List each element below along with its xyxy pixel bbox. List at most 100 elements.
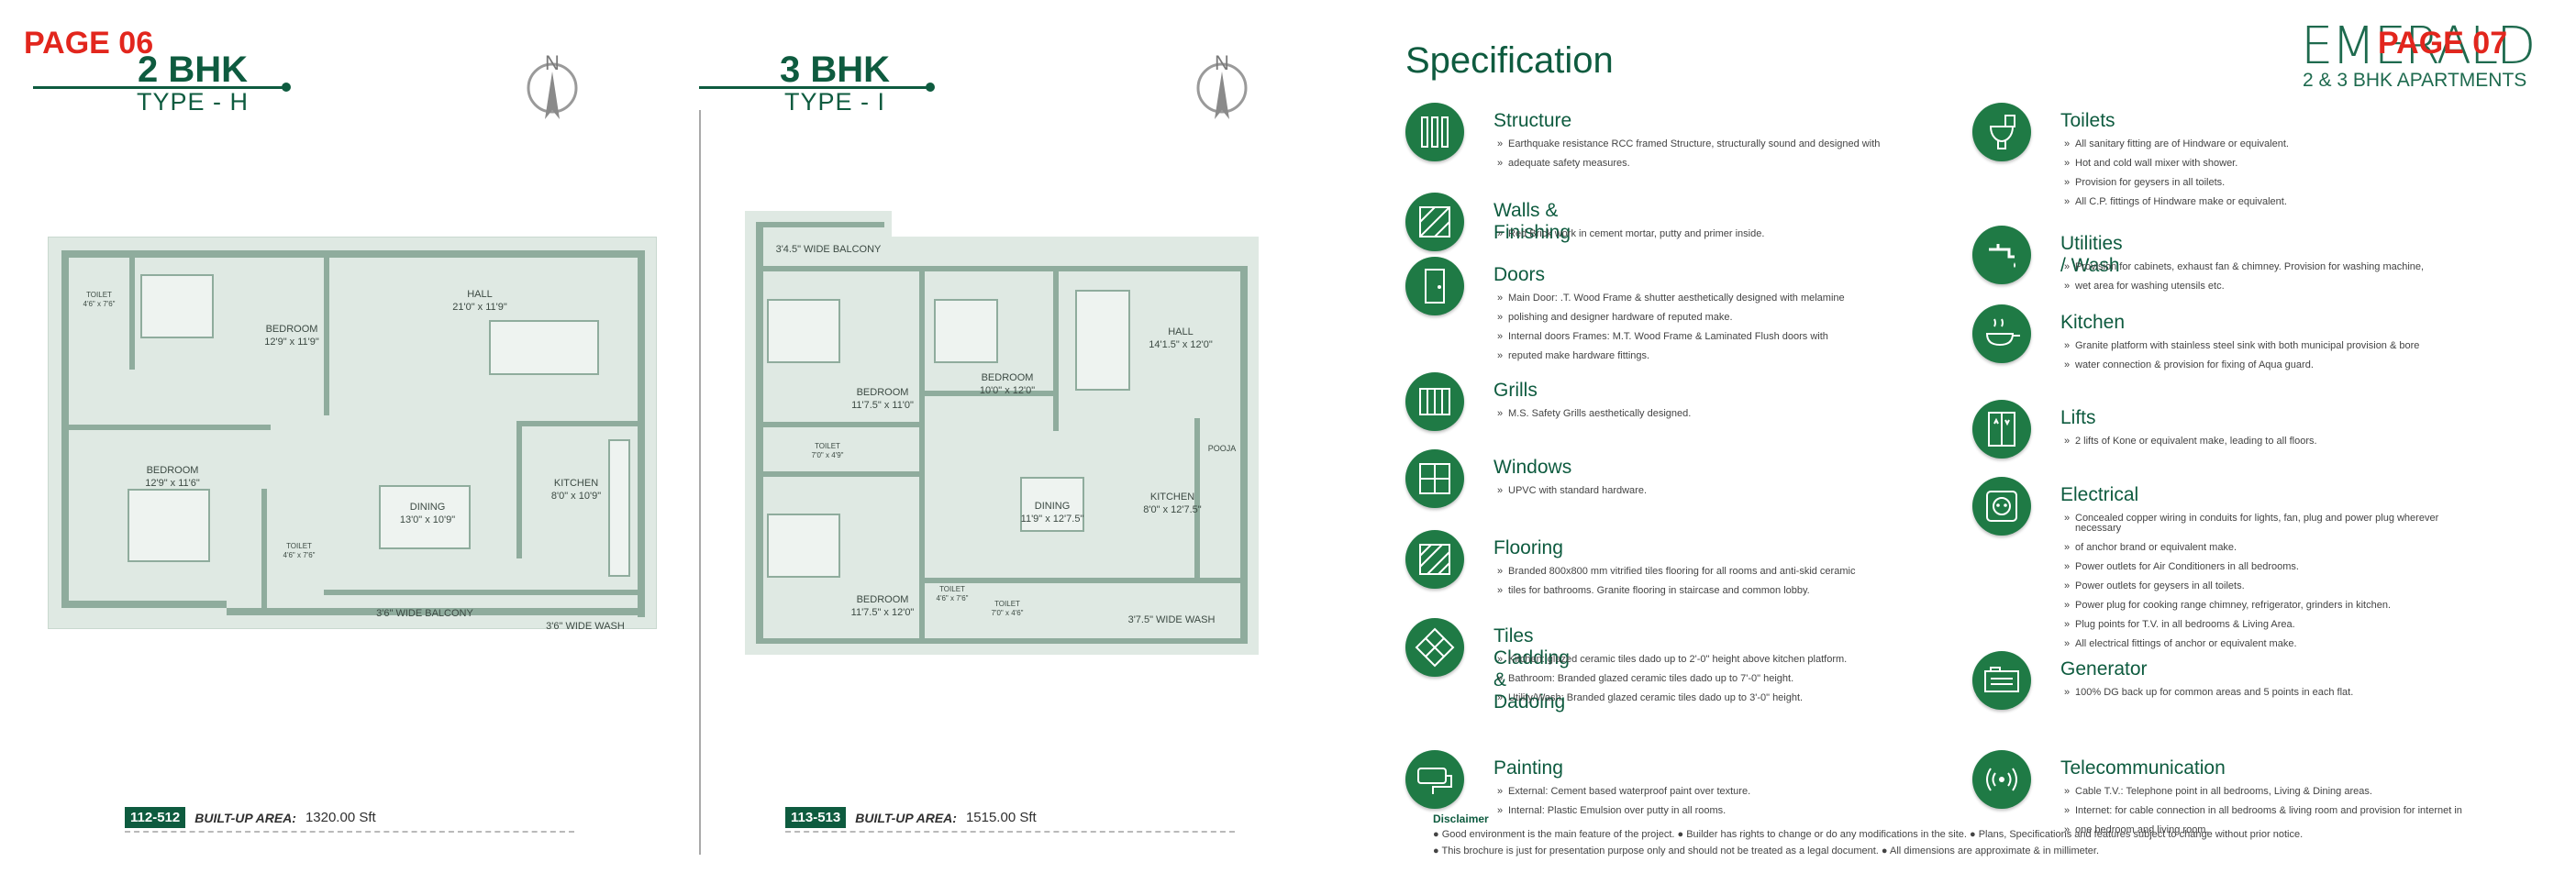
room-label-dining: DINING 13'0" x 10'9" [399, 502, 456, 525]
spec-line: Provision for geysers in all toilets. [2064, 178, 2468, 189]
tiles-icon [1405, 618, 1464, 677]
room-label-toilet: TOILET 4'6" x 7'6" [283, 542, 316, 559]
page-divider [699, 110, 701, 855]
flooring-icon [1405, 530, 1464, 589]
dashed-divider [125, 831, 574, 833]
spec-title: Electrical [2060, 484, 2139, 505]
spec-description: Granite platform with stainless steel si… [2064, 341, 2468, 380]
title-underline-2bhk [33, 86, 286, 89]
spec-title: Doors [1493, 264, 1546, 285]
plan-title-3bhk: 3 BHK [779, 50, 891, 90]
spec-title: Generator [2060, 658, 2148, 680]
room-label-wash: 3'6" WIDE WASH [546, 621, 625, 632]
spec-description: UPVC with standard hardware. [1497, 486, 1901, 505]
page-label-07: PAGE 07 [2378, 26, 2508, 61]
painting-icon [1405, 750, 1464, 809]
spec-line: water connection & provision for fixing … [2064, 360, 2468, 371]
room-label-hall: HALL 14'1.5" x 12'0" [1149, 326, 1213, 350]
spec-line: one bedroom and living room. [2064, 825, 2468, 836]
built-up-area-label: BUILT-UP AREA: [855, 810, 957, 825]
built-up-area-value: 1320.00 Sft [305, 810, 376, 825]
spec-line: of anchor brand or equivalent make. [2064, 543, 2468, 554]
emerald-logo: EMERALD [2301, 17, 2536, 76]
spec-description: Red Brick work in cement mortar, putty a… [1497, 229, 1901, 249]
room-label-wash: 3'7.5" WIDE WASH [1127, 614, 1216, 625]
spec-line: Power outlets for Air Conditioners in al… [2064, 562, 2468, 573]
disclaimer-title: Disclaimer [1433, 812, 1489, 825]
plan-type-3bhk: TYPE - I [783, 88, 885, 116]
spec-title: Flooring [1493, 537, 1563, 558]
tap-icon [1972, 226, 2031, 284]
spec-line: UPVC with standard hardware. [1497, 486, 1901, 497]
spec-line: adequate safety measures. [1497, 159, 1901, 170]
spec-line: Power plug for cooking range chimney, re… [2064, 601, 2468, 612]
plan-title-2bhk: 2 BHK [137, 50, 249, 90]
spec-description: Cable T.V.: Telephone point in all bedro… [2064, 787, 2468, 845]
spec-line: Concealed copper wiring in conduits for … [2064, 514, 2468, 534]
spec-title: Structure [1493, 110, 1572, 131]
room-label-bedroom: BEDROOM 11'7.5" x 12'0" [850, 594, 915, 618]
spec-line: Internal doors Frames: M.T. Wood Frame &… [1497, 332, 1901, 343]
spec-description: Main Door: .T. Wood Frame & shutter aest… [1497, 293, 1901, 370]
spec-line: polishing and designer hardware of reput… [1497, 313, 1901, 324]
spec-line: tiles for bathrooms. Granite flooring in… [1497, 586, 1901, 597]
spec-line: Main Door: .T. Wood Frame & shutter aest… [1497, 293, 1901, 304]
room-label-balcony: 3'4.5" WIDE BALCONY [775, 244, 882, 255]
spec-line: Earthquake resistance RCC framed Structu… [1497, 139, 1901, 150]
room-label-bedroom: BEDROOM 10'0" x 12'0" [979, 372, 1036, 396]
room-label-kitchen: KITCHEN 8'0" x 10'9" [550, 478, 602, 502]
spec-line: Internal: Plastic Emulsion over putty in… [1497, 806, 1901, 817]
spec-line: Plug points for T.V. in all bedrooms & L… [2064, 620, 2468, 631]
spec-description: 100% DG back up for common areas and 5 p… [2064, 688, 2468, 707]
disclaimer-line: ● Good environment is the main feature o… [1433, 829, 2304, 840]
spec-line: reputed make hardware fittings. [1497, 351, 1901, 362]
spec-line: All sanitary fitting are of Hindware or … [2064, 139, 2468, 150]
spec-title: Kitchen [2060, 312, 2126, 333]
svg-text:N: N [545, 51, 560, 74]
spec-title: Painting [1493, 757, 1563, 779]
spec-line: Cable T.V.: Telephone point in all bedro… [2064, 787, 2468, 798]
spec-line: External: Cement based waterproof paint … [1497, 787, 1901, 798]
spec-description: All sanitary fitting are of Hindware or … [2064, 139, 2468, 216]
spec-line: All C.P. fittings of Hindware make or eq… [2064, 197, 2468, 208]
built-up-area-value: 1515.00 Sft [965, 810, 1037, 825]
room-label-toilet: TOILET 7'0" x 4'6" [991, 600, 1024, 617]
room-label-balcony: 3'6" WIDE BALCONY [376, 608, 473, 619]
structure-icon [1405, 103, 1464, 161]
spec-title: Telecommunication [2060, 757, 2226, 779]
spec-line: Branded 800x800 mm vitrified tiles floor… [1497, 567, 1901, 578]
kitchen-icon [1972, 304, 2031, 363]
toilet-icon [1972, 103, 2031, 161]
grill-icon [1405, 372, 1464, 431]
spec-title: Grills [1493, 380, 1538, 401]
room-label-toilet: TOILET 4'6" x 7'6" [83, 291, 116, 308]
wall-icon [1405, 193, 1464, 251]
spec-description: Earthquake resistance RCC framed Structu… [1497, 139, 1901, 178]
spec-line: Kitchen: glazed ceramic tiles dado up to… [1497, 655, 1901, 666]
spec-line: M.S. Safety Grills aesthetically designe… [1497, 409, 1901, 420]
room-label-pooja: POOJA [1207, 444, 1237, 453]
north-compass-icon: N [1196, 51, 1248, 119]
floor-plan-3bhk: 3'4.5" WIDE BALCONY BEDROOM 11'7.5" x 11… [745, 211, 1259, 655]
title-dot-3bhk [926, 83, 935, 92]
spec-description: Branded 800x800 mm vitrified tiles floor… [1497, 567, 1901, 605]
generator-icon [1972, 651, 2031, 710]
disclaimer-line: ● This brochure is just for presentation… [1433, 845, 2100, 856]
room-label-dining: DINING 11'9" x 12'7.5" [1020, 501, 1084, 525]
spec-line: wet area for washing utensils etc. [2064, 282, 2468, 293]
unit-code: 113-513 [785, 807, 847, 828]
spec-line: 100% DG back up for common areas and 5 p… [2064, 688, 2468, 699]
title-underline-3bhk [699, 86, 930, 89]
plan-type-2bhk: TYPE - H [136, 88, 249, 116]
spec-description: Kitchen: glazed ceramic tiles dado up to… [1497, 655, 1901, 713]
spec-line: Internet: for cable connection in all be… [2064, 806, 2468, 817]
spec-line: Hot and cold wall mixer with shower. [2064, 159, 2468, 170]
spec-description: Provision for cabinets, exhaust fan & ch… [2064, 262, 2468, 301]
spec-line: All electrical fittings of anchor or equ… [2064, 639, 2468, 650]
spec-line: Bathroom: Branded glazed ceramic tiles d… [1497, 674, 1901, 685]
floor-plan-2bhk: TOILET 4'6" x 7'6" BEDROOM 12'9" x 11'9"… [48, 237, 657, 632]
room-label-toilet: TOILET 4'6" x 7'6" [936, 585, 969, 602]
spec-title: Toilets [2060, 110, 2115, 131]
spec-description: 2 lifts of Kone or equivalent make, lead… [2064, 436, 2468, 456]
spec-line: 2 lifts of Kone or equivalent make, lead… [2064, 436, 2468, 448]
